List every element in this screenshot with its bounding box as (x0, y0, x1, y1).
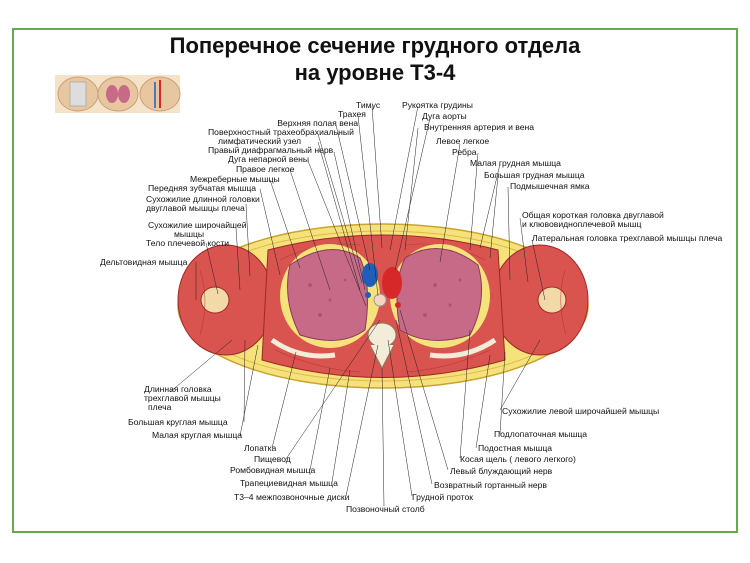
label-duga-aorty: Дуга аорты (422, 111, 467, 121)
aortic-arch (382, 267, 402, 299)
scapula-left (429, 337, 497, 359)
label-podlopat: Подлопаточная мышца (494, 429, 588, 439)
label-obshaya-1: Общая короткая головка двуглавой (522, 210, 664, 220)
label-poverh-uzel-1: Поверхностный трахеобрахиальный (208, 127, 354, 137)
label-malaya-krug: Малая круглая мышца (152, 430, 243, 440)
leader-lines (169, 105, 546, 507)
label-vozvrat: Возвратный гортанный нерв (434, 480, 547, 490)
label-grud-protok: Грудной проток (412, 492, 473, 502)
label-suhozh-shir-2: мышцы (174, 229, 205, 239)
label-bolshaya-grud: Большая грудная мышца (484, 170, 585, 180)
label-suhozh-dlin-1: Сухожилие длинной головки (146, 194, 260, 204)
label-pishevod: Пищевод (254, 454, 291, 464)
label-perednyaya: Передняя зубчатая мышца (148, 183, 257, 193)
right-lung (287, 249, 369, 341)
label-malaya-grud: Малая грудная мышца (470, 158, 561, 168)
vertebral-body (367, 322, 397, 348)
trachea (373, 293, 387, 307)
label-bolshaya-krug: Большая круглая мышца (128, 417, 228, 427)
label-rebra: Ребра (452, 147, 477, 157)
label-suhozh-dlin-2: двуглавой мышцы плеча (146, 203, 245, 213)
label-rukoyatka: Рукоятка грудины (402, 100, 473, 110)
label-suhozh-shir-1: Сухожилие широчайшей (148, 220, 247, 230)
label-levoe-legkoe: Левое легкое (436, 136, 490, 146)
label-lopatka: Лопатка (244, 443, 277, 453)
label-vnutr-arteria: Внутренняя артерия и вена (424, 122, 535, 132)
label-poverh-uzel-2: лимфатический узел (218, 136, 302, 146)
humerus-bone-left (537, 286, 567, 314)
thumbnail-torso-icons (55, 75, 181, 113)
label-kosaya: Косая щель ( левого легкого) (460, 454, 576, 464)
superior-vena-cava (362, 263, 378, 287)
title-line-1: Поперечное сечение грудного отдела (169, 33, 581, 58)
title-line-2: на уровне Т3-4 (294, 60, 456, 85)
left-lung (396, 248, 483, 341)
label-prav-nerv: Правый диафрагмальный нерв (208, 145, 334, 155)
label-mezhreber: Межреберные мышцы (190, 174, 280, 184)
label-lev-nerv: Левый блуждающий нерв (450, 466, 553, 476)
humerus-bone-right (200, 286, 230, 314)
label-pravoe-legkoe: Правое легкое (236, 164, 295, 174)
label-dlinnaya-2: трехглавой мышцы (144, 393, 221, 403)
label-lateral: Латеральная головка трехглавой мышцы пле… (532, 233, 723, 243)
scapula-right (270, 337, 336, 359)
label-dlinnaya-3: плеча (148, 402, 172, 412)
label-podost: Подостная мышца (478, 443, 553, 453)
label-dlinnaya-1: Длинная головка (144, 384, 212, 394)
label-diski: Т3–4 межпозвоночные диски (234, 492, 350, 502)
label-suhozh-lev: Сухожилие левой широчайшей мышцы (502, 406, 660, 416)
label-trapec: Трапециевидная мышца (240, 478, 338, 488)
label-obshaya-2: и клювовидноплечевой мышц (522, 219, 642, 229)
label-timus: Тимус (356, 100, 381, 110)
label-verh-vena: Верхняя полая вена (277, 118, 358, 128)
label-traheya: Трахея (338, 109, 366, 119)
label-duga-vena: Дуга непарной вены (228, 154, 310, 164)
label-podmysh: Подмышечная ямка (510, 181, 590, 191)
label-telo-kosti: Тело плечевой кости (146, 238, 230, 248)
label-romb: Ромбовидная мышца (230, 465, 316, 475)
label-deltovid: Дельтовидная мышца (100, 257, 188, 267)
label-pozvon: Позвоночный столб (346, 504, 425, 514)
